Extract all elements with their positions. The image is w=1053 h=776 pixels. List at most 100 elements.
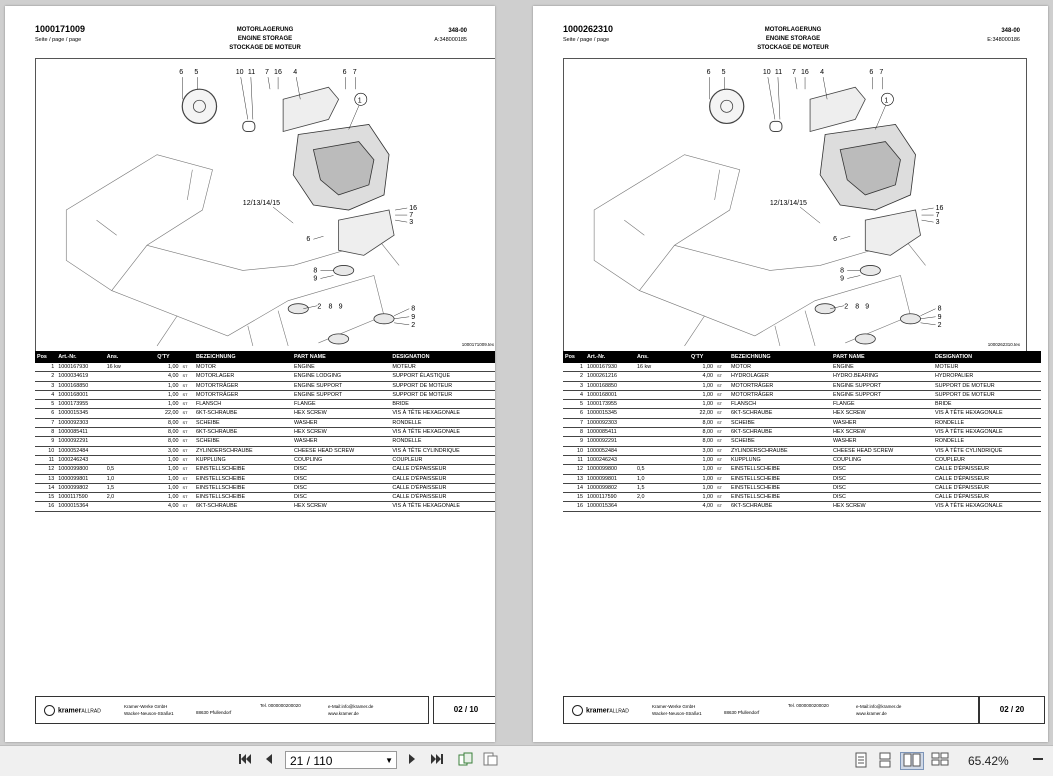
cell-pos: 8 [563, 427, 585, 438]
cell-bez: SCHEIBE [193, 418, 293, 429]
callout-8c: 8 [411, 306, 415, 313]
cell-unit: ST [715, 418, 729, 429]
col-des: DESIGNATION [933, 351, 1041, 363]
zoom-level[interactable]: 65.42% [968, 754, 1009, 768]
cell-part: HYDRO.BEARING [831, 371, 933, 382]
cell-pos: 3 [35, 381, 57, 391]
two-page-continuous-button[interactable] [930, 752, 950, 770]
table-row: 8 1000085411 8,00 ST 6KT-SCHRAUBE HEX SC… [563, 427, 1041, 438]
cell-unit: ST [180, 501, 194, 512]
zoom-out-button[interactable] [1030, 752, 1046, 770]
cell-art: 1000117590 [585, 492, 635, 503]
table-row: 4 1000168001 1,00 ST MOTORTRÄGER ENGINE … [35, 390, 495, 401]
cell-pos: 4 [563, 390, 585, 401]
cell-art: 1000092291 [585, 436, 635, 447]
previous-page-button[interactable] [262, 752, 276, 770]
callout-8c: 8 [938, 306, 942, 313]
cell-art: 1000092303 [56, 418, 105, 429]
cell-pos: 2 [563, 371, 585, 382]
cell-anz [635, 381, 689, 391]
document-viewport[interactable]: 1000171009 Seite / page / page MOTORLAGE… [0, 0, 1053, 745]
chevron-down-icon[interactable]: ▼ [385, 756, 393, 765]
cell-bez: KUPPLUNG [193, 455, 293, 466]
cell-part: DISC [292, 483, 391, 494]
cell-art: 1000173955 [56, 399, 105, 410]
page-number-input[interactable]: 21 / 110▼ [285, 751, 397, 769]
cell-des: RONDELLE [390, 418, 495, 429]
cell-unit: ST [180, 390, 194, 401]
kramer-logo-icon [572, 705, 583, 716]
cell-unit: ST [715, 399, 729, 410]
rotate-page-icon [458, 752, 473, 766]
cell-unit: ST [715, 390, 729, 401]
cell-art: 1000092303 [585, 418, 635, 429]
cell-part: HEX SCREW [292, 427, 391, 438]
cell-part: ENGINE [292, 363, 391, 373]
callout-9b: 9 [865, 304, 869, 311]
callout-5: 5 [722, 69, 726, 76]
two-page-view-button[interactable] [900, 752, 924, 770]
document-number: 1000262310 [563, 24, 614, 34]
cell-anz [104, 371, 156, 382]
company-city: 88630 Pfullendorf [724, 710, 760, 715]
cell-art: 1000246243 [585, 455, 635, 466]
table-row: 12 1000099800 0,5 1,00 ST EINSTELLSCHEIB… [35, 464, 495, 475]
single-page-view-button[interactable] [852, 752, 870, 770]
cell-pos: 3 [563, 381, 585, 391]
callout-1: 1 [358, 97, 362, 104]
cell-anz [104, 408, 156, 419]
cell-pos: 14 [35, 483, 57, 494]
next-page-button[interactable] [405, 752, 419, 770]
document-page-left: 1000171009 Seite / page / page MOTORLAGE… [5, 6, 495, 742]
cell-qty: 1,00 [155, 399, 181, 410]
cell-unit: ST [180, 371, 194, 382]
cell-art: 1000092291 [56, 436, 105, 447]
callout-6: 6 [179, 69, 183, 76]
cell-qty: 22,00 [155, 408, 181, 419]
cell-unit: ST [180, 436, 194, 447]
callout-3: 3 [409, 219, 413, 226]
cell-pos: 2 [35, 371, 57, 382]
cell-des: BRIDE [390, 399, 495, 410]
cell-des: VIS À TÊTE CYLINDRIQUE [390, 446, 495, 456]
callout-2: 2 [317, 304, 321, 311]
cell-anz [104, 436, 156, 447]
cell-bez: 6KT-SCHRAUBE [193, 501, 293, 512]
col-unit [180, 351, 194, 363]
cell-unit: ST [180, 474, 194, 484]
cell-pos: 6 [563, 408, 585, 419]
cell-part: WASHER [292, 436, 391, 447]
continuous-page-icon [879, 752, 891, 768]
callout-8b: 8 [329, 304, 333, 311]
cell-qty: 1,00 [689, 483, 715, 494]
viewer-toolbar: 21 / 110▼ 65.42% [0, 745, 1053, 776]
table-row: 16 1000015364 4,00 ST 6KT-SCHRAUBE HEX S… [35, 501, 495, 512]
cell-des: VIS À TÊTE HEXAGONALE [390, 427, 495, 438]
cell-bez: EINSTELLSCHEIBE [193, 474, 293, 484]
callout-7c: 7 [936, 212, 940, 219]
callout-16: 16 [274, 69, 282, 76]
cell-pos: 11 [563, 455, 585, 466]
cell-des: CALLE D'ÉPAISSEUR [390, 464, 495, 475]
callout-2b: 2 [938, 322, 942, 329]
cell-art: 1000052484 [585, 446, 635, 456]
cell-des: CALLE D'ÉPAISSEUR [390, 483, 495, 494]
cell-bez: MOTORTRÄGER [729, 381, 831, 391]
cell-anz [635, 455, 689, 466]
continuous-view-button[interactable] [876, 752, 894, 770]
col-art: Art.-Nr. [56, 351, 105, 363]
cell-part: CHEESE HEAD SCREW [292, 446, 391, 456]
callout-12-15: 12/13/14/15 [770, 200, 807, 207]
first-page-button[interactable] [236, 752, 254, 770]
extract-pages-button[interactable] [480, 752, 500, 770]
parts-table: Pos Art.-Nr. Ans. Q'TY BEZEICHNUNG PART … [563, 351, 1041, 512]
cell-qty: 4,00 [689, 371, 715, 382]
table-row: 12 1000099800 0,5 1,00 ST EINSTELLSCHEIB… [563, 464, 1041, 475]
rotate-button[interactable] [456, 752, 476, 770]
cell-unit: ST [715, 501, 729, 512]
last-page-button[interactable] [428, 752, 446, 770]
callout-16: 16 [801, 69, 809, 76]
